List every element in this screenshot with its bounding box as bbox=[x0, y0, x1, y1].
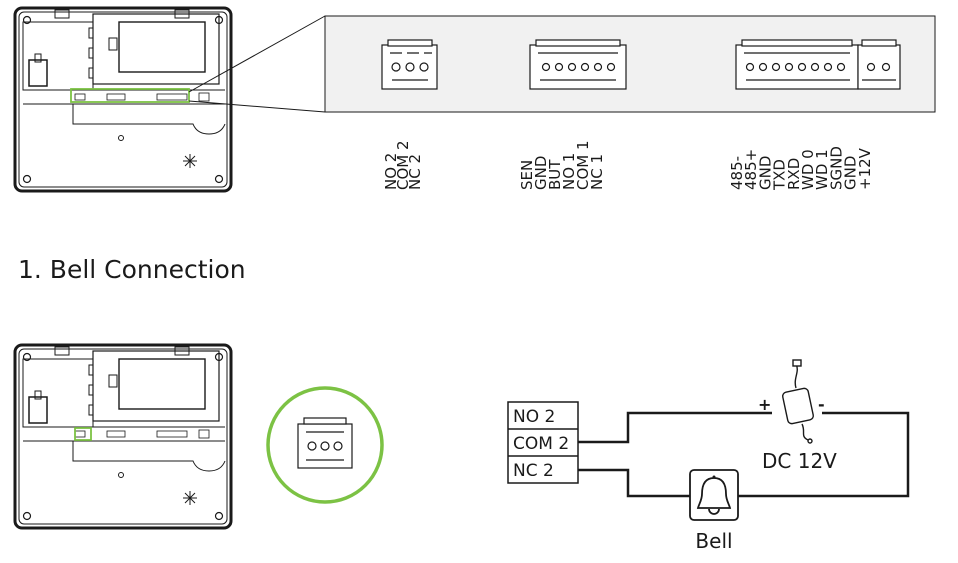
connector-middle bbox=[529, 39, 627, 90]
bell-icon bbox=[689, 469, 739, 521]
device-back-panel-bottom bbox=[13, 343, 233, 530]
pin-label-middle-2: BUT bbox=[546, 159, 564, 190]
device-back-panel-top bbox=[13, 6, 233, 193]
power-adapter-icon bbox=[782, 359, 814, 444]
pin-label-left-0: NO 2 bbox=[382, 153, 400, 190]
pin-label-middle-3: NO 1 bbox=[560, 153, 578, 190]
pin-label-right-8: GND bbox=[842, 156, 860, 190]
terminal-nc2: NC 2 bbox=[513, 461, 554, 481]
power-plus-sign: + bbox=[758, 395, 771, 414]
wiring bbox=[578, 411, 910, 498]
terminal-com2: COM 2 bbox=[513, 434, 569, 454]
pin-label-middle-5: NC 1 bbox=[588, 154, 606, 190]
connector-highlight bbox=[70, 88, 190, 103]
wire-com-to-plus bbox=[578, 411, 772, 444]
zoom-line-bottom bbox=[188, 100, 326, 113]
device-back-panel-icon bbox=[13, 6, 233, 193]
pin-label-middle-1: GND bbox=[532, 156, 550, 190]
pin-label-left-2: NC 2 bbox=[406, 154, 424, 190]
pin-label-middle-0: SEN bbox=[518, 160, 536, 190]
wire-bell-to-nc bbox=[578, 468, 690, 498]
terminal-no2: NO 2 bbox=[513, 407, 555, 427]
wire-minus-to-bell bbox=[738, 411, 910, 498]
pin-label-left-1: COM 2 bbox=[394, 140, 412, 190]
power-supply-label: DC 12V bbox=[762, 449, 837, 473]
pin-label-right-6: WD 1 bbox=[813, 149, 831, 190]
connector-right bbox=[735, 39, 901, 90]
pin-label-right-1: 485+ bbox=[742, 149, 760, 190]
pin-label-right-2: GND bbox=[756, 156, 774, 190]
device-back-panel-icon bbox=[13, 343, 233, 530]
connector-magnifier bbox=[266, 386, 384, 504]
pin-label-middle-4: COM 1 bbox=[574, 140, 592, 190]
bell-label: Bell bbox=[695, 529, 732, 553]
zoom-line-top bbox=[188, 15, 326, 93]
pin-label-right-9: +12V bbox=[856, 147, 874, 190]
pin-label-right-0: 485- bbox=[728, 156, 746, 190]
pin-label-right-5: WD 0 bbox=[799, 149, 817, 190]
pin-label-right-7: SGND bbox=[827, 146, 845, 190]
terminal-block: NO 2 COM 2 NC 2 bbox=[507, 401, 579, 484]
pin-label-right-4: RXD bbox=[785, 158, 803, 190]
connector-highlight-small bbox=[74, 427, 92, 441]
power-minus-sign: - bbox=[818, 395, 825, 414]
pin-label-right-3: TXD bbox=[771, 159, 789, 191]
section-heading: 1. Bell Connection bbox=[18, 255, 246, 284]
connector-left bbox=[381, 39, 438, 90]
